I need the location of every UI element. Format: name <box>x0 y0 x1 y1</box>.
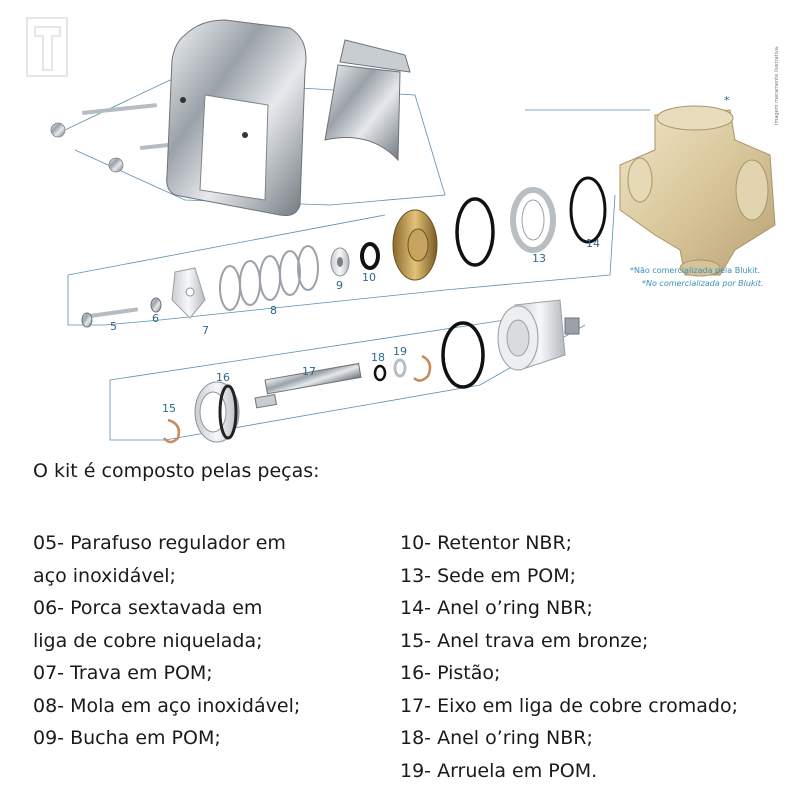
part-item: 05- Parafuso regulador em <box>33 532 286 554</box>
part-item: 18- Anel o’ring NBR; <box>400 727 593 749</box>
part-item: 06- Porca sextavada em <box>33 597 263 619</box>
valve-body-icon <box>619 105 776 277</box>
callout-5: 5 <box>110 320 117 333</box>
oring-lower-icon <box>441 321 485 389</box>
callout-8: 8 <box>270 304 277 317</box>
callout-19: 19 <box>393 345 407 358</box>
retentor-10-icon <box>360 242 380 270</box>
brass-disc-icon <box>392 209 438 281</box>
parts-list-left: 05- Parafuso regulador em aço inoxidável… <box>33 527 373 755</box>
part-item: 14- Anel o’ring NBR; <box>400 597 593 619</box>
clip-lower-icon <box>413 354 432 382</box>
part-item: 08- Mola em aço inoxidável; <box>33 694 301 717</box>
part-item: aço inoxidável; <box>33 564 176 587</box>
part-item: 10- Retentor NBR; <box>400 532 573 554</box>
lock-7-icon <box>171 267 206 319</box>
callout-10: 10 <box>362 271 376 284</box>
part-item: liga de cobre niquelada; <box>33 629 263 652</box>
escutcheon-plate-icon <box>166 19 307 216</box>
oring-18-icon <box>373 364 387 382</box>
screw-5-icon <box>81 307 139 328</box>
callout-7: 7 <box>202 324 209 337</box>
oring-14-icon <box>569 176 607 244</box>
brand-logo-icon <box>26 17 68 77</box>
callout-9: 9 <box>336 279 343 292</box>
part-item: 16- Pistão; <box>400 662 501 684</box>
washer-19-icon <box>393 358 407 378</box>
note-pt: *Não comercializada pela Blukit. <box>630 266 760 275</box>
oring-large-icon <box>455 197 495 267</box>
valve-body-star: * <box>724 94 730 107</box>
part-item: 13- Sede em POM; <box>400 564 577 587</box>
piston-16-icon <box>194 381 240 443</box>
note-es: *No comercializada por Blukit. <box>642 279 763 288</box>
callout-17: 17 <box>302 365 316 378</box>
part-item: 07- Trava em POM; <box>33 662 213 684</box>
exploded-parts-diagram: * <box>26 17 780 444</box>
nut-6-icon <box>150 297 162 313</box>
part-item: 09- Bucha em POM; <box>33 727 221 749</box>
part-item: 15- Anel trava em bronze; <box>400 629 649 652</box>
callout-18: 18 <box>371 351 385 364</box>
callout-6: 6 <box>152 312 159 325</box>
cap-white-icon <box>497 299 580 371</box>
shaft-17-icon <box>254 362 362 409</box>
callout-13: 13 <box>532 252 546 265</box>
part-item: 19- Arruela em POM. <box>400 759 598 782</box>
kit-heading: O kit é composto pelas peças: <box>33 460 320 482</box>
bushing-9-icon <box>330 247 350 277</box>
callout-15: 15 <box>162 402 176 415</box>
callout-14: 14 <box>586 237 600 250</box>
part-item: 17- Eixo em liga de cobre cromado; <box>400 694 738 717</box>
callout-16: 16 <box>216 371 230 384</box>
parts-list-right: 10- Retentor NBR; 13- Sede em POM; 14- A… <box>400 527 800 787</box>
clip-15-icon <box>163 418 181 444</box>
illustrative-note: Imagem meramente ilustrativa. <box>774 45 780 125</box>
lever-handle-icon <box>324 39 411 162</box>
spring-8-icon <box>219 245 319 311</box>
seat-13-icon <box>510 187 556 253</box>
